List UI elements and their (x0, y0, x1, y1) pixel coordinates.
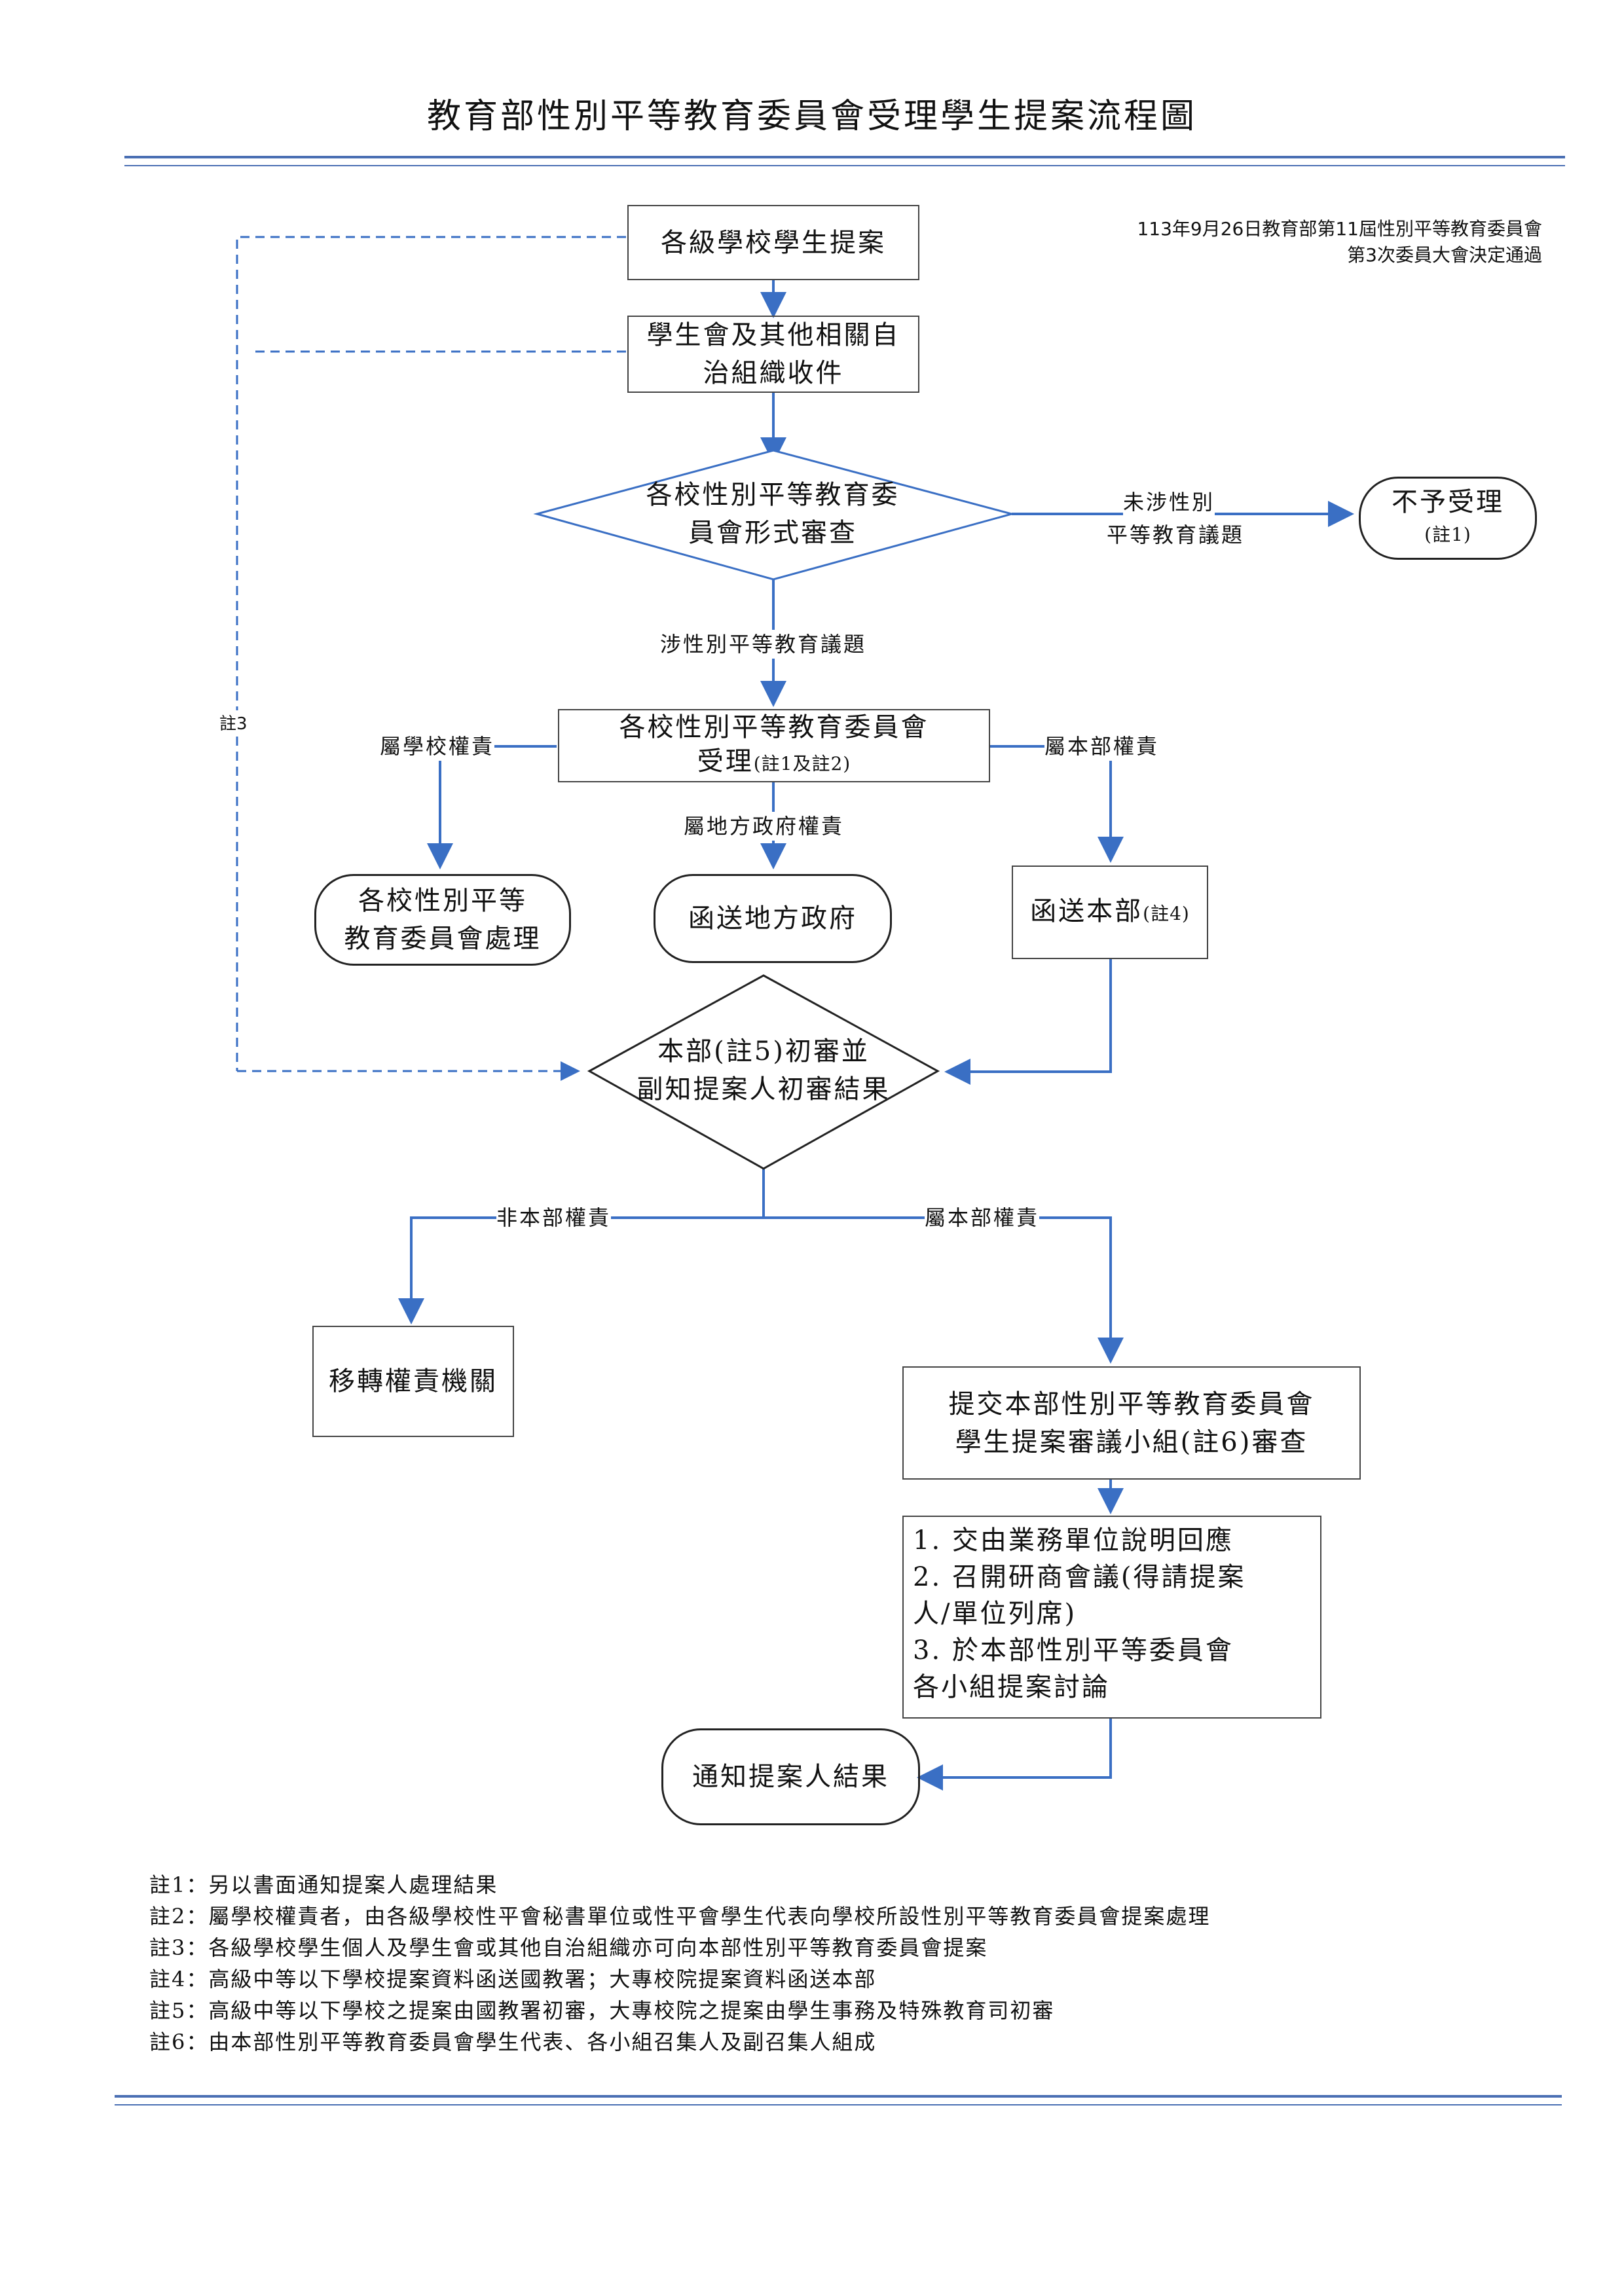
node-send-ministry: 函送本部(註4) (1012, 866, 1208, 959)
diamond-initial-review (587, 974, 940, 1170)
footnote-3: 註3：各級學校學生個人及學生會或其他自治組織亦可向本部性別平等教育委員會提案 (149, 1935, 988, 1960)
header-rule-top (124, 156, 1565, 158)
header-rule-bottom (124, 165, 1565, 166)
node-student-proposal: 各級學校學生提案 (627, 205, 919, 280)
footer-rule-top (115, 2095, 1562, 2098)
node-school-handle: 各校性別平等 教育委員會處理 (314, 874, 571, 966)
action-item-3: 3. 於本部性別平等委員會 (913, 1635, 1234, 1666)
arrow-ministry-to-initial (944, 959, 1112, 1085)
diamond-formal-review (533, 449, 1016, 581)
label-ministry-resp-2: 屬本部權責 (925, 1203, 1040, 1232)
label-ministry-resp: 屬本部權責 (1044, 732, 1160, 761)
action-list: 1. 交由業務單位說明回應 2. 召開研商會議(得請提案 人/單位列席) 3. … (902, 1516, 1321, 1719)
footnote-4: 註4：高級中等以下學校提案資料函送國教署；大專校院提案資料函送本部 (149, 1967, 877, 1992)
arrow-actions-to-notify (917, 1719, 1112, 1791)
label-local-resp: 屬地方政府權責 (684, 812, 845, 841)
label-school-resp: 屬學校權責 (380, 732, 495, 761)
node-send-local: 函送地方政府 (654, 874, 892, 963)
node-notify: 通知提案人結果 (661, 1728, 920, 1825)
node-not-accepted: 不予受理 (註1) (1359, 477, 1537, 560)
label-not-gender: 未涉性別 (1123, 488, 1215, 517)
node-initial-review-text: 本部(註5)初審並 副知提案人初審結果 (637, 1036, 891, 1104)
label-not-ministry: 非本部權責 (496, 1203, 612, 1232)
footnotes: 註1：另以書面通知提案人處理結果 註2：屬學校權責者，由各級學校性平會秘書單位或… (149, 1869, 1210, 2058)
node-formal-review-text: 各校性別平等教育委 員會形式審查 (646, 480, 900, 548)
action-item-2-cont: 人/單位列席) (913, 1599, 1077, 1629)
approval-note: 113年9月26日教育部第11屆性別平等教育委員會 第3次委員大會決定通過 (1137, 216, 1542, 268)
node-receiving-org: 學生會及其他相關自 治組織收件 (627, 316, 919, 393)
footnote-5: 註5：高級中等以下學校之提案由國教署初審，大專校院之提案由學生事務及特殊教育司初… (149, 1998, 1055, 2023)
arrow-accept-to-school (427, 745, 557, 869)
action-item-1: 1. 交由業務單位說明回應 (913, 1525, 1234, 1556)
label-not-gender-2: 平等教育議題 (1107, 520, 1245, 549)
footnote-2: 註2：屬學校權責者，由各級學校性平會秘書單位或性平會學生代表向學校所設性別平等教… (149, 1904, 1211, 1929)
label-note3: 註3 (219, 710, 248, 735)
node-submit-committee: 提交本部性別平等教育委員會 學生提案審議小組(註6)審查 (902, 1366, 1361, 1480)
action-item-2: 2. 召開研商會議(得請提案 (913, 1562, 1246, 1592)
node-transfer: 移轉權責機關 (312, 1326, 514, 1437)
approval-line-2: 第3次委員大會決定通過 (1347, 244, 1542, 266)
arrow-to-submit (764, 1216, 1124, 1364)
label-is-gender: 涉性別平等教育議題 (660, 630, 867, 659)
dashed-from-proposal (236, 236, 626, 1071)
footer-rule-bottom (115, 2104, 1562, 2105)
page-title: 教育部性別平等教育委員會受理學生提案流程圖 (426, 97, 1197, 136)
arrow-to-transfer (398, 1216, 764, 1324)
arrow-accept-to-ministry (990, 745, 1124, 863)
action-item-3-cont: 各小組提案討論 (913, 1672, 1110, 1702)
footnote-6: 註6：由本部性別平等教育委員會學生代表、各小組召集人及副召集人組成 (149, 2030, 877, 2054)
footnote-1: 註1：另以書面通知提案人處理結果 (149, 1872, 498, 1897)
node-school-accept: 各校性別平等教育委員會 受理(註1及註2) (558, 709, 990, 782)
approval-line-1: 113年9月26日教育部第11屆性別平等教育委員會 (1137, 218, 1542, 240)
